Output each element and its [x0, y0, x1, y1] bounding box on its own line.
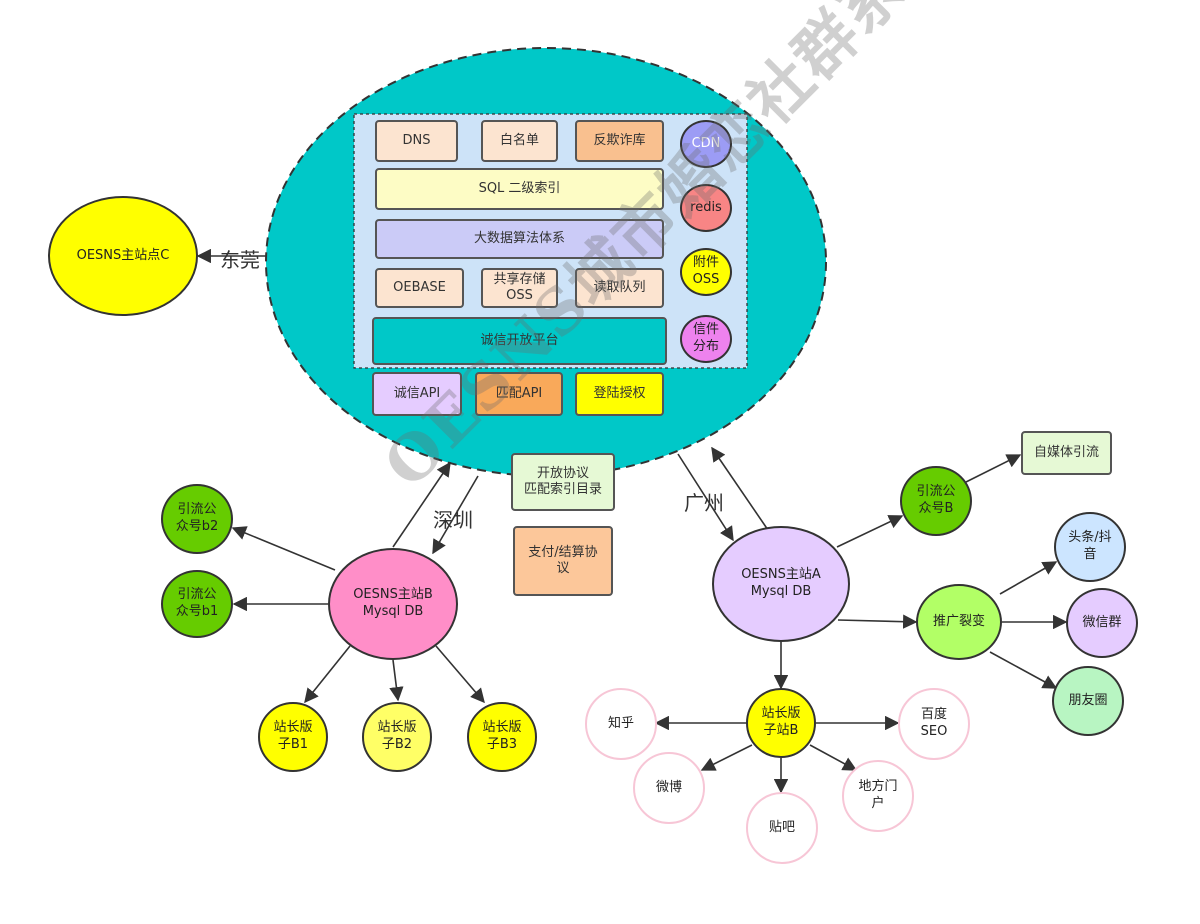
edge-siteb-pubb2	[231, 526, 336, 571]
edge-sitea-promo	[837, 614, 918, 629]
payment-protocol-box: 支付/结算协 议	[513, 526, 613, 596]
weibo-node: 微博	[633, 752, 705, 824]
shenzhen-label: 深圳	[433, 508, 473, 532]
pub-b2-node: 引流公 众号b2	[161, 484, 233, 554]
edge-siteb-subb1	[304, 645, 351, 704]
pub-b-node: 引流公 众号B	[900, 466, 972, 536]
edge-core-to-sitea	[677, 453, 734, 542]
self-media-box: 自媒体引流	[1021, 431, 1112, 475]
edge-promo-toutiao	[999, 561, 1058, 595]
edge-sitea-pubb	[836, 515, 904, 548]
edge-promo-moments	[989, 651, 1058, 689]
baidu-seo-node: 百度 SEO	[898, 688, 970, 760]
match-api-box: 匹配API	[475, 372, 563, 416]
wechat-group-node: 微信群	[1066, 588, 1138, 658]
pub-b1-node: 引流公 众号b1	[161, 570, 233, 638]
sub-b2-node: 站长版 子B2	[362, 702, 432, 772]
trust-api-box: 诚信API	[372, 372, 462, 416]
moments-node: 朋友圈	[1052, 666, 1124, 736]
tieba-node: 贴吧	[746, 792, 818, 864]
site-a-node: OESNS主站A Mysql DB	[712, 526, 850, 642]
open-protocol-box: 开放协议 匹配索引目录	[511, 453, 615, 511]
bigdata-box: 大数据算法体系	[375, 219, 664, 259]
read-queue-box: 读取队列	[575, 268, 664, 308]
trust-platform-box: 诚信开放平台	[372, 317, 667, 365]
whitelist-box: 白名单	[481, 120, 558, 162]
site-c-node: OESNS主站点C	[48, 196, 198, 316]
site-b-node: OESNS主站B Mysql DB	[328, 548, 458, 660]
sub-site-b-node: 站长版 子站B	[746, 688, 816, 758]
sql-index-box: SQL 二级索引	[375, 168, 664, 210]
promo-node: 推广裂变	[916, 584, 1002, 660]
antifraud-box: 反欺诈库	[575, 120, 664, 162]
oebase-box: OEBASE	[375, 268, 464, 308]
guangzhou-label: 广州	[684, 491, 724, 515]
login-auth-box: 登陆授权	[575, 372, 664, 416]
edge-subsiteb-portal	[809, 744, 858, 771]
local-portal-node: 地方门 户	[842, 760, 914, 832]
cdn-node: CDN	[680, 120, 732, 168]
sub-b3-node: 站长版 子B3	[467, 702, 537, 772]
edge-siteb-subb2	[389, 659, 404, 702]
connectors	[196, 248, 1068, 794]
edge-siteb-subb3	[435, 645, 485, 704]
toutiao-node: 头条/抖 音	[1054, 512, 1126, 582]
dongguan-label: 东莞	[220, 248, 260, 272]
edge-sitea-to-core	[711, 446, 769, 531]
attachment-oss-node: 附件 OSS	[680, 248, 732, 296]
edge-siteb-to-core	[392, 461, 451, 548]
shared-storage-box: 共享存储 OSS	[481, 268, 558, 308]
letter-dist-node: 信件 分布	[680, 315, 732, 363]
edge-core-to-siteb	[432, 475, 479, 555]
dns-box: DNS	[375, 120, 458, 162]
sub-b1-node: 站长版 子B1	[258, 702, 328, 772]
edge-subsiteb-weibo	[700, 744, 753, 771]
edge-pubb-selfmedia	[965, 454, 1022, 483]
zhihu-node: 知乎	[585, 688, 657, 760]
redis-node: redis	[680, 184, 732, 232]
